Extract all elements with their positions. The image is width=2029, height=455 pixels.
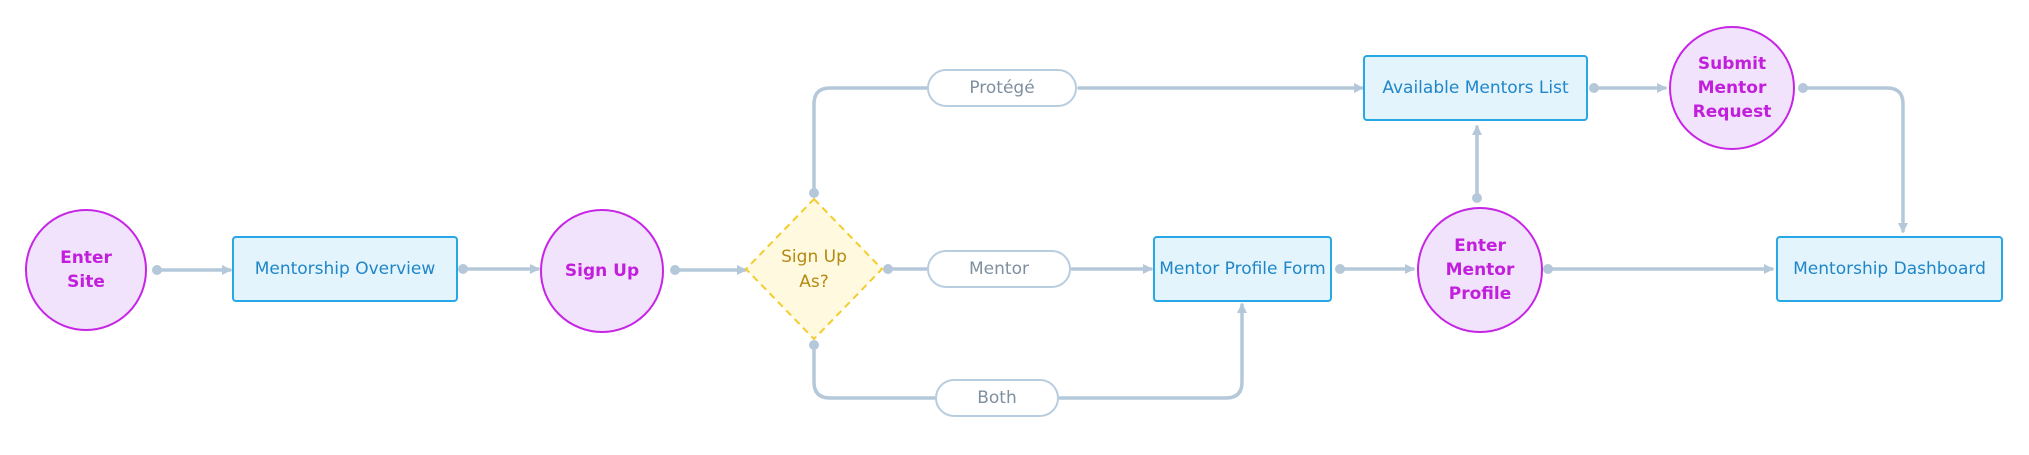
edge-label-text: Mentor: [969, 259, 1029, 279]
node-enter-mentor-profile: Enter Mentor Profile: [1417, 207, 1543, 333]
node-label: Mentorship Dashboard: [1793, 259, 1986, 279]
node-sign-up: Sign Up: [540, 209, 664, 333]
edge-label-protege: Protégé: [927, 69, 1077, 107]
edge-decision-to-protege: [812, 86, 929, 195]
node-label: Mentor Profile Form: [1159, 259, 1326, 279]
edge-both-to-profile-form: [1058, 303, 1247, 400]
decision-diamond-shape: [744, 197, 884, 341]
node-mentor-profile-form: Mentor Profile Form: [1153, 236, 1332, 302]
node-label: Mentorship Overview: [254, 259, 436, 279]
node-label: Sign Up As?: [781, 247, 847, 292]
node-label: Enter Site: [60, 248, 112, 292]
node-label: Enter Mentor Profile: [1445, 236, 1515, 304]
edge-label-text: Protégé: [969, 78, 1035, 98]
node-submit-mentor-request: Submit Mentor Request: [1669, 26, 1795, 150]
edge-decision-to-both: [812, 343, 937, 400]
node-label: Sign Up: [564, 261, 640, 281]
node-mentorship-overview: Mentorship Overview: [232, 236, 458, 302]
edge-label-mentor: Mentor: [927, 250, 1071, 288]
edge-label-text: Both: [977, 388, 1017, 408]
edge-label-both: Both: [935, 379, 1059, 417]
node-available-mentors-list: Available Mentors List: [1363, 55, 1588, 121]
node-label: Submit Mentor Request: [1692, 54, 1772, 122]
node-label: Available Mentors List: [1382, 78, 1569, 98]
node-mentorship-dashboard: Mentorship Dashboard: [1776, 236, 2003, 302]
node-enter-site: Enter Site: [25, 209, 147, 331]
node-sign-up-as: Sign Up As?: [754, 232, 874, 308]
edge-submit-to-dashboard: [1801, 86, 1908, 233]
